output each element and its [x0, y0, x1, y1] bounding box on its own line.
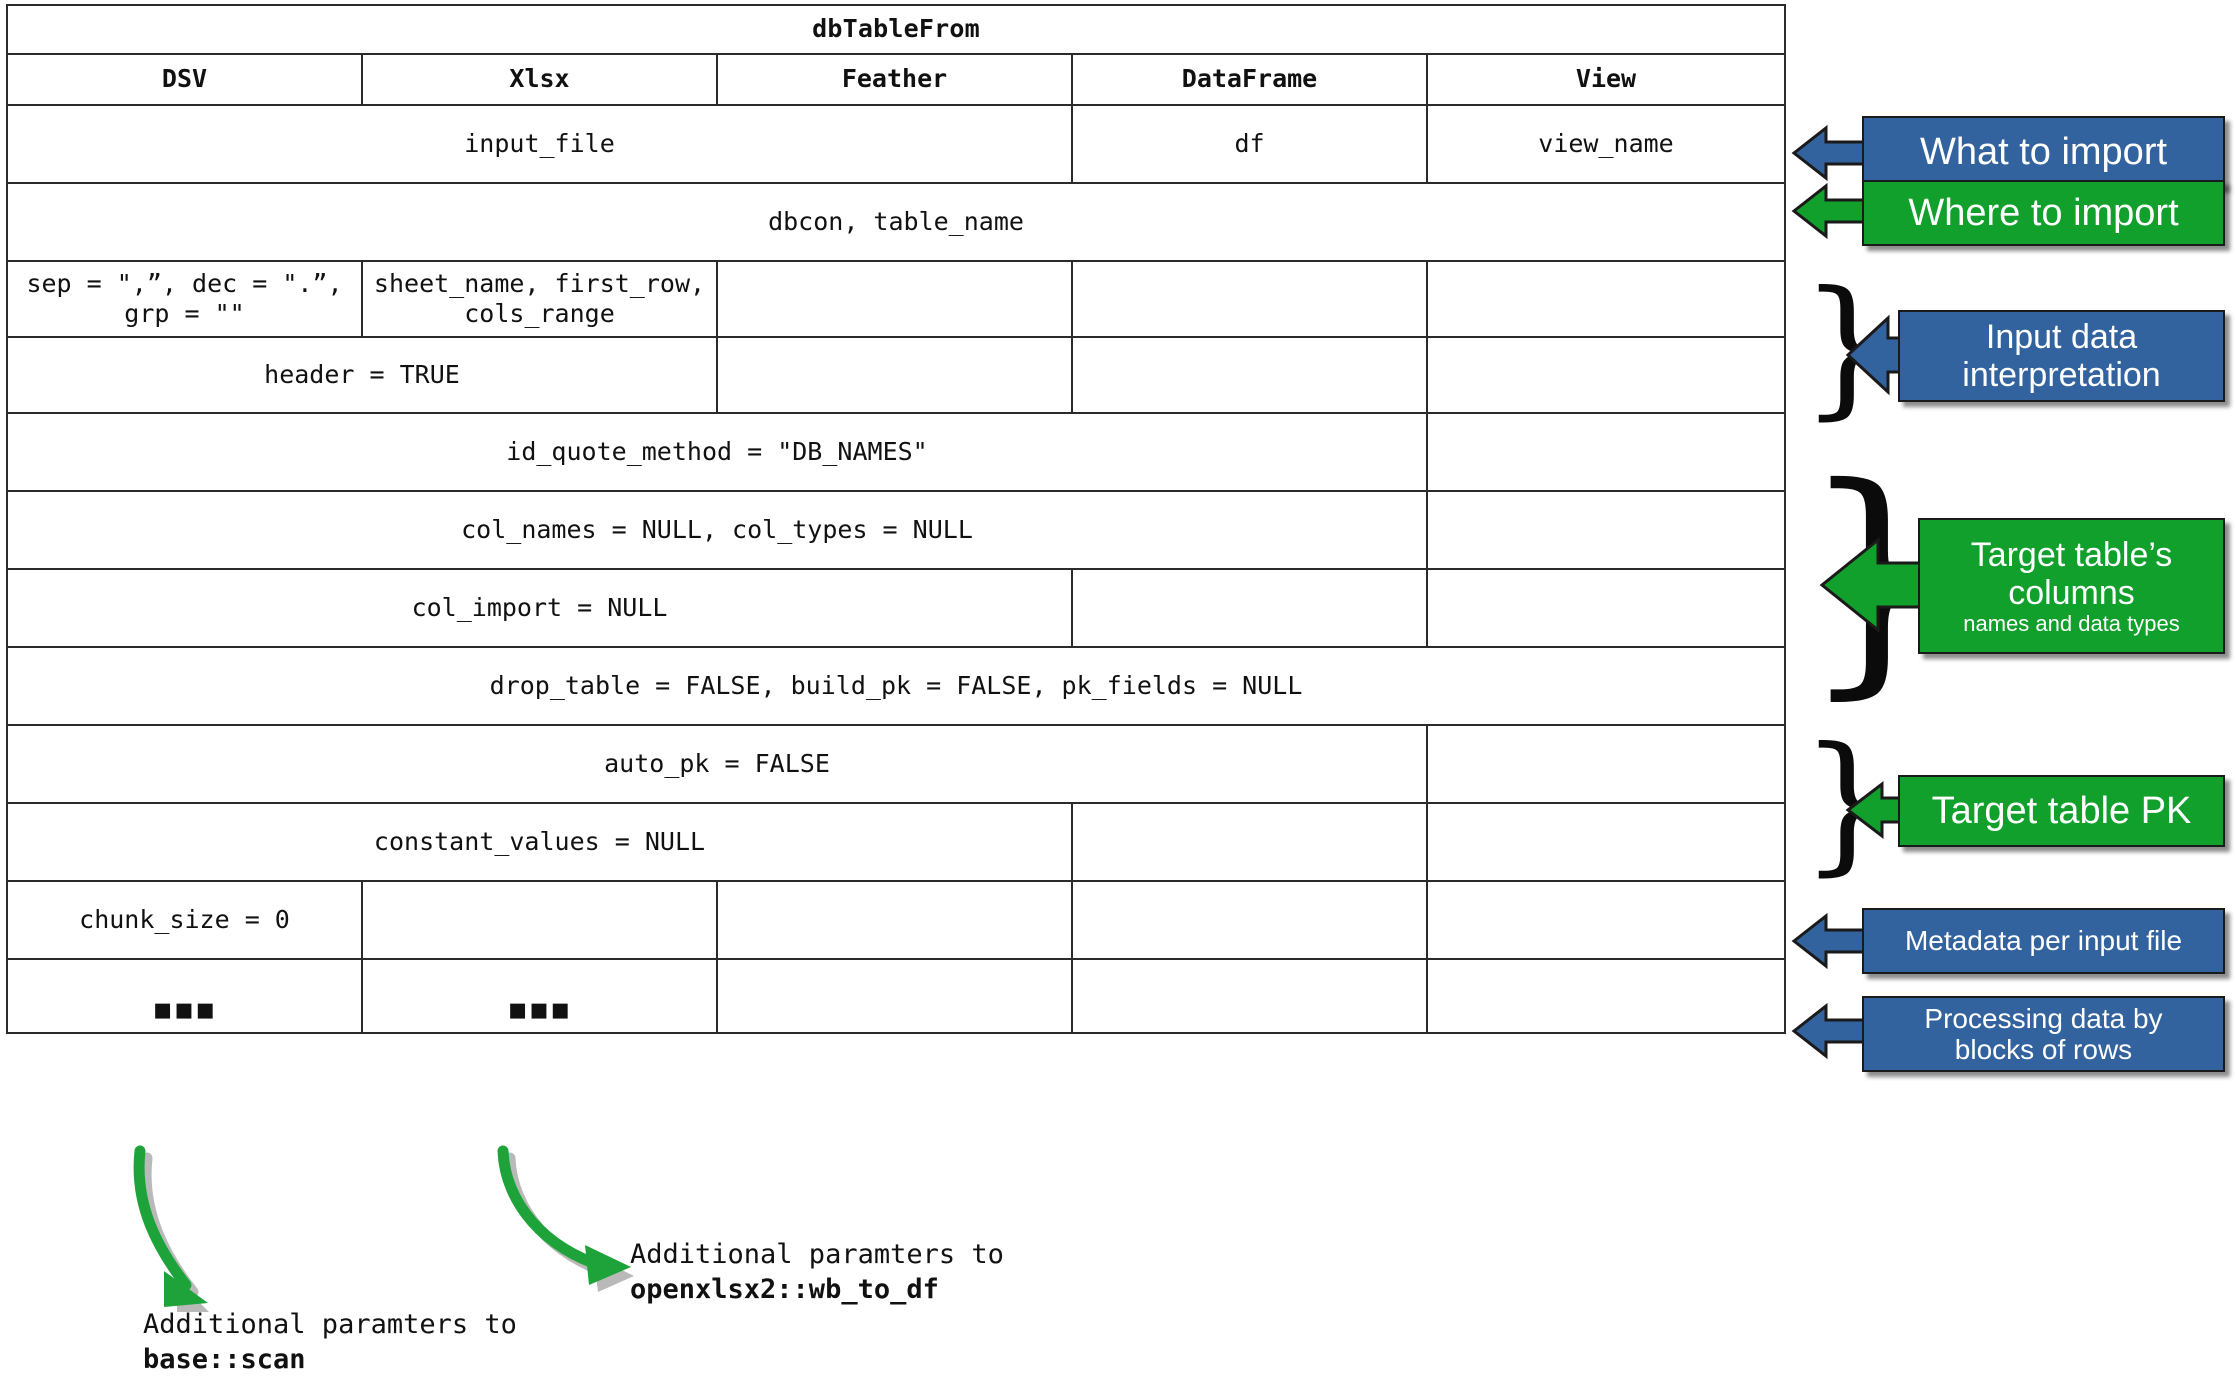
- cell-text: header = TRUE: [264, 359, 460, 389]
- curved-arrow-wb-to-df: [495, 1145, 685, 1295]
- cell-unsupported: [1426, 490, 1786, 570]
- cell-unsupported: [361, 880, 718, 960]
- cell-unsupported: [1426, 260, 1786, 338]
- cell-unsupported: [716, 336, 1073, 414]
- callout-label: Input data interpretation: [1962, 317, 2161, 394]
- annotation-wb-to-df: Additional paramters to openxlsx2::wb_to…: [630, 1238, 1004, 1307]
- cell-unsupported: [1071, 802, 1428, 882]
- table-row: input_file df view_name: [6, 104, 1786, 184]
- callout-input-data-interpretation: Input data interpretation: [1898, 310, 2225, 402]
- cell-text: chunk_size = 0: [79, 904, 290, 934]
- table-title: dbTableFrom: [6, 4, 1786, 55]
- cell-unsupported: [1426, 724, 1786, 804]
- cell-unsupported: [1071, 958, 1428, 1034]
- cell-auto-pk: auto_pk = FALSE: [6, 724, 1428, 804]
- cell-text: col_import = NULL: [411, 592, 668, 622]
- annotation-line1: Additional paramters to: [630, 1239, 1004, 1270]
- annotation-base-scan: Additional paramters to base::scan: [143, 1308, 517, 1377]
- cell-text: sep = ",”, dec = ".”, grp = "": [26, 268, 343, 329]
- cell-unsupported: [1071, 568, 1428, 648]
- callout-target-table-columns: Target table’s columns names and data ty…: [1918, 518, 2225, 654]
- cell-text: constant_values = NULL: [373, 826, 706, 856]
- cell-text: dbcon, table_name: [768, 206, 1024, 236]
- table-row: chunk_size = 0: [6, 880, 1786, 960]
- callout-sublabel: names and data types: [1963, 610, 2180, 636]
- cell-text: sheet_name, first_row, cols_range: [373, 268, 706, 329]
- cell-unsupported: [716, 958, 1073, 1034]
- table-title-row: dbTableFrom: [6, 4, 1786, 55]
- table-row: constant_values = NULL: [6, 802, 1786, 882]
- cell-unsupported: [1426, 412, 1786, 492]
- cell-unsupported: [1426, 802, 1786, 882]
- cell-text: input_file: [464, 128, 615, 158]
- curved-arrow-base-scan: [130, 1145, 290, 1325]
- annotation-line2: base::scan: [143, 1343, 306, 1375]
- cell-what-to-import: input_file: [6, 104, 1073, 184]
- column-header-dataframe: DataFrame: [1071, 53, 1428, 106]
- annotation-line2: openxlsx2::wb_to_df: [630, 1273, 939, 1305]
- table-row: sep = ",”, dec = ".”, grp = "" sheet_name…: [6, 260, 1786, 338]
- column-header-dsv: DSV: [6, 53, 363, 106]
- table-row: id_quote_method = "DB_NAMES": [6, 412, 1786, 492]
- cell-col-import: col_import = NULL: [6, 568, 1073, 648]
- table-row: header = TRUE: [6, 336, 1786, 414]
- ellipsis-marker: ▪▪▪: [152, 991, 217, 1027]
- column-header-xlsx: Xlsx: [361, 53, 718, 106]
- cell-chunk-size: chunk_size = 0: [6, 880, 363, 960]
- table-row: dbcon, table_name: [6, 182, 1786, 262]
- cell-text: auto_pk = FALSE: [604, 748, 830, 778]
- callout-where-to-import: Where to import: [1862, 180, 2225, 246]
- cell-where-to-import: dbcon, table_name: [6, 182, 1786, 262]
- callout-label: Processing data by blocks of rows: [1924, 1002, 2163, 1065]
- cell-unsupported: [1071, 336, 1428, 414]
- cell-unsupported: [1071, 260, 1428, 338]
- callout-label: Metadata per input file: [1904, 925, 2183, 957]
- column-header-feather: Feather: [716, 53, 1073, 106]
- callout-metadata-per-file: Metadata per input file: [1862, 908, 2225, 974]
- column-header-view: View: [1426, 53, 1786, 106]
- table-row: auto_pk = FALSE: [6, 724, 1786, 804]
- callout-label: What to import: [1919, 130, 2168, 173]
- cell-ellipsis: ▪▪▪: [361, 958, 718, 1034]
- cell-unsupported: [1071, 880, 1428, 960]
- cell-text: df: [1234, 128, 1265, 158]
- table-row: col_names = NULL, col_types = NULL: [6, 490, 1786, 570]
- cell-parser-options: sheet_name, first_row, cols_range: [361, 260, 718, 338]
- table-row: ▪▪▪ ▪▪▪: [6, 958, 1786, 1034]
- callout-label: Target table’s columns: [1970, 535, 2173, 612]
- cell-unsupported: [1426, 568, 1786, 648]
- cell-unsupported: [1426, 880, 1786, 960]
- callout-processing-blocks: Processing data by blocks of rows: [1862, 996, 2225, 1072]
- cell-ellipsis: ▪▪▪: [6, 958, 363, 1034]
- cell-text: view_name: [1538, 128, 1674, 158]
- cell-header-option: header = TRUE: [6, 336, 718, 414]
- cell-parser-options: sep = ",”, dec = ".”, grp = "": [6, 260, 363, 338]
- cell-text: id_quote_method = "DB_NAMES": [506, 436, 928, 466]
- cell-what-to-import: df: [1071, 104, 1428, 184]
- table-row: drop_table = FALSE, build_pk = FALSE, pk…: [6, 646, 1786, 726]
- callout-target-table-pk: Target table PK: [1898, 775, 2225, 847]
- cell-unsupported: [1426, 958, 1786, 1034]
- cell-constant-values: constant_values = NULL: [6, 802, 1073, 882]
- annotation-line1: Additional paramters to: [143, 1309, 517, 1340]
- table-row: col_import = NULL: [6, 568, 1786, 648]
- callout-label: Where to import: [1908, 191, 2179, 234]
- cell-col-names-types: col_names = NULL, col_types = NULL: [6, 490, 1428, 570]
- cell-text: drop_table = FALSE, build_pk = FALSE, pk…: [489, 670, 1303, 700]
- cell-unsupported: [716, 260, 1073, 338]
- cell-what-to-import: view_name: [1426, 104, 1786, 184]
- cell-text: col_names = NULL, col_types = NULL: [461, 514, 973, 544]
- cell-unsupported: [716, 880, 1073, 960]
- callout-what-to-import: What to import: [1862, 116, 2225, 188]
- cell-id-quote-method: id_quote_method = "DB_NAMES": [6, 412, 1428, 492]
- callout-label: Target table PK: [1931, 789, 2192, 832]
- cell-drop-table-build-pk: drop_table = FALSE, build_pk = FALSE, pk…: [6, 646, 1786, 726]
- cell-unsupported: [1426, 336, 1786, 414]
- ellipsis-marker: ▪▪▪: [507, 991, 572, 1027]
